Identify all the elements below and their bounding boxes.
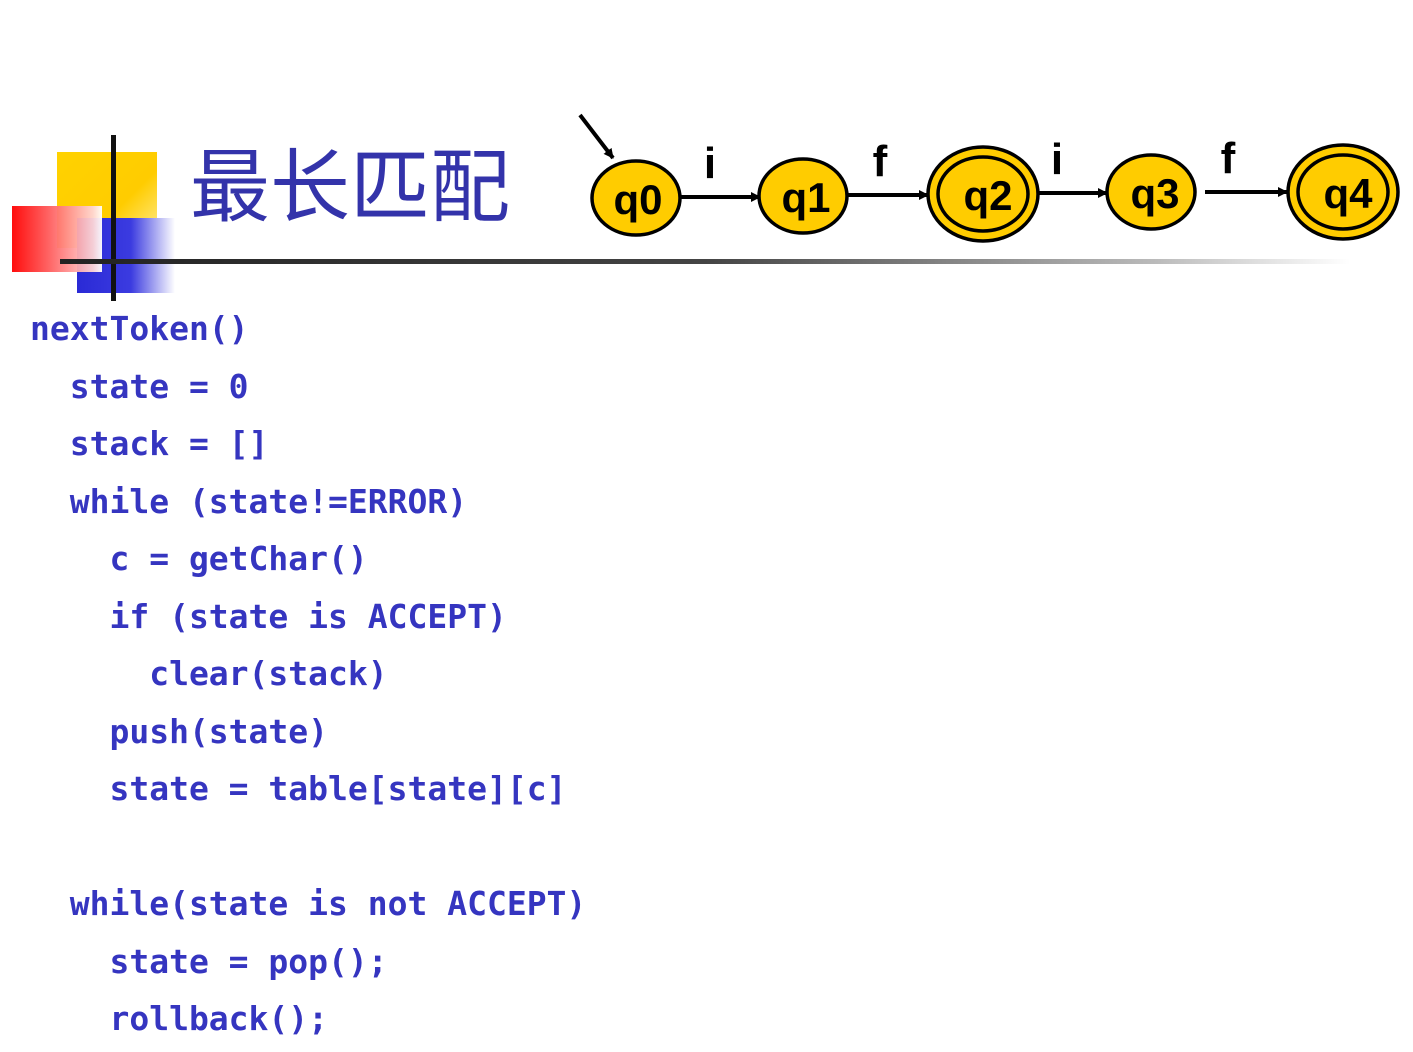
state-label: q2 xyxy=(963,172,1012,219)
code-line: stack = [] xyxy=(30,424,269,463)
slide-title: 最长匹配 xyxy=(190,141,510,234)
code-line: state = pop(); xyxy=(30,941,388,981)
state-q1: q1 xyxy=(757,157,849,235)
state-label: q1 xyxy=(781,174,830,221)
code-line: push(state) xyxy=(30,711,329,751)
state-q0: q0 xyxy=(590,159,682,237)
transition-label: i xyxy=(704,139,716,188)
transition-q3-q4: f xyxy=(1205,134,1288,197)
transition-q1-q2: f xyxy=(847,137,929,200)
title-underline xyxy=(60,259,1350,264)
code-line: c = getChar() xyxy=(30,539,368,578)
state-q3: q3 xyxy=(1105,153,1197,231)
transition-q2-q3: i xyxy=(1037,135,1108,198)
code-line: while (state!=ERROR) xyxy=(30,481,468,521)
start-arrow xyxy=(578,113,615,160)
code-line: state = table[state][c] xyxy=(30,769,567,808)
code-line: state = 0 xyxy=(30,366,249,406)
code-line: nextToken() xyxy=(30,309,249,348)
state-label: q0 xyxy=(613,176,662,223)
transition-label: f xyxy=(1221,134,1236,183)
code-block: nextToken() state = 0 stack = [] while (… xyxy=(30,300,586,1048)
state-label: q3 xyxy=(1130,170,1179,217)
code-line xyxy=(30,818,586,876)
state-q2: q2 xyxy=(926,145,1040,243)
automaton-diagram: i f i f q0 q1 q2 q3 q4 xyxy=(578,113,1400,243)
state-label: q4 xyxy=(1323,170,1373,217)
code-line: if (state is ACCEPT) xyxy=(30,596,507,636)
transition-label: f xyxy=(873,137,888,186)
state-q4: q4 xyxy=(1286,143,1400,241)
transition-label: i xyxy=(1051,135,1063,184)
code-line: while(state is not ACCEPT) xyxy=(30,884,587,923)
code-line: clear(stack) xyxy=(30,654,388,693)
transition-q0-q1: i xyxy=(680,139,761,202)
code-line: rollback(); xyxy=(30,999,329,1038)
decor-vertical-bar xyxy=(111,135,116,301)
